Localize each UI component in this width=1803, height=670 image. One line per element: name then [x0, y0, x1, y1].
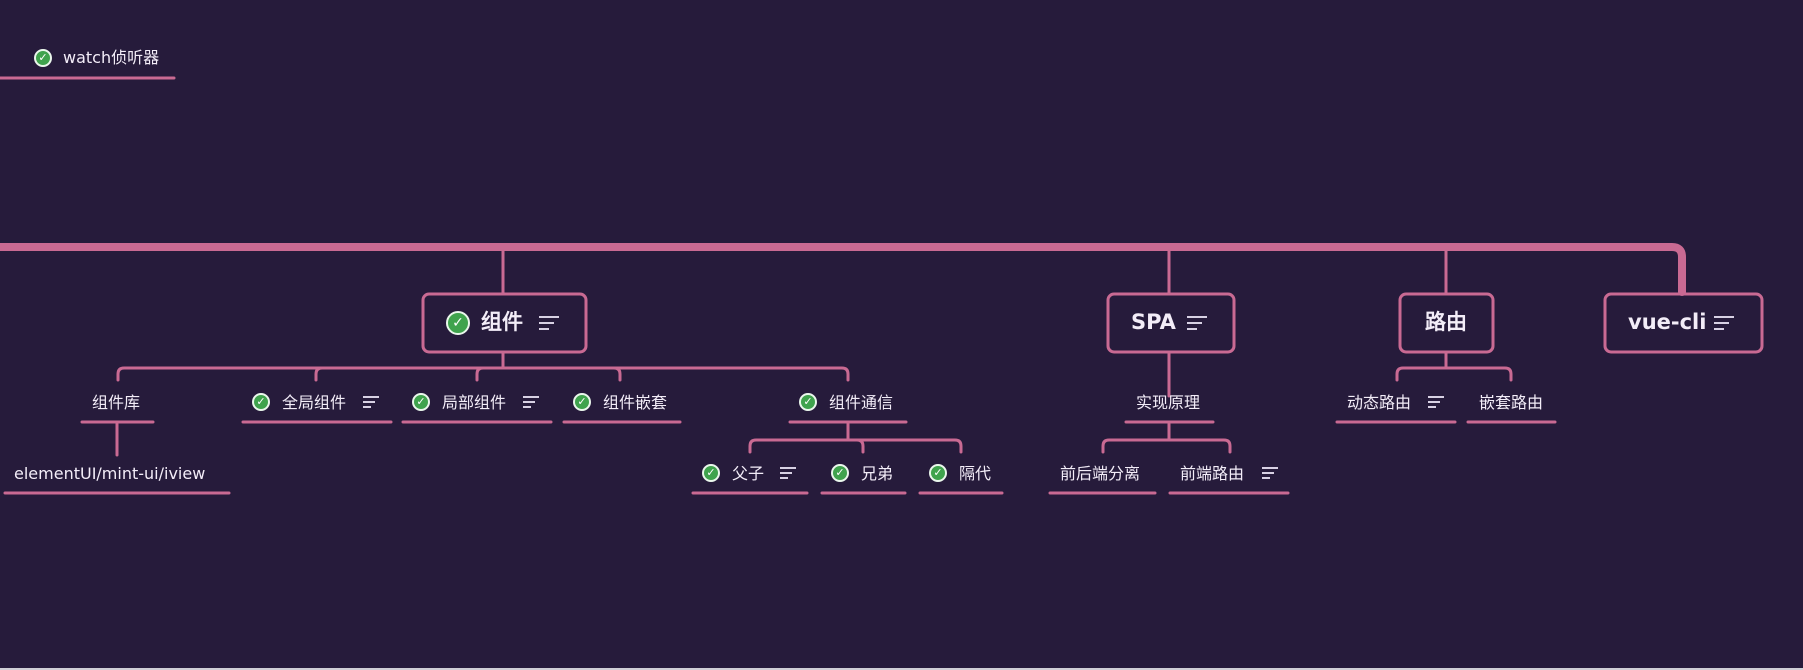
node-global-component[interactable]: 全局组件 [282, 393, 347, 412]
node-spa[interactable]: SPA [1131, 310, 1176, 334]
check-circle-icon: ✓ [702, 464, 720, 482]
node-watch[interactable]: watch侦听器 [63, 48, 160, 67]
node-nested-route[interactable]: 嵌套路由 [1479, 393, 1544, 412]
check-circle-icon: ✓ [446, 311, 470, 335]
check-circle-icon: ✓ [252, 393, 270, 411]
note-lines-icon[interactable] [539, 316, 559, 330]
node-dynamic-route[interactable]: 动态路由 [1347, 393, 1412, 412]
check-circle-icon: ✓ [799, 393, 817, 411]
node-router[interactable]: 路由 [1425, 310, 1467, 334]
check-circle-icon: ✓ [412, 393, 430, 411]
note-lines-icon[interactable] [1187, 316, 1207, 330]
check-circle-icon: ✓ [929, 464, 947, 482]
components-node-box [421, 292, 588, 354]
check-circle-icon: ✓ [573, 393, 591, 411]
node-component-comm[interactable]: 组件通信 [829, 393, 894, 412]
node-parent-child[interactable]: 父子 [732, 464, 765, 483]
node-vuecli[interactable]: vue-cli [1628, 310, 1707, 334]
node-siblings[interactable]: 兄弟 [861, 464, 894, 483]
components-branch [116, 351, 850, 382]
check-circle-icon: ✓ [831, 464, 849, 482]
note-lines-icon[interactable] [1262, 467, 1278, 479]
node-frontend-routing[interactable]: 前端路由 [1180, 464, 1245, 483]
node-nested-component[interactable]: 组件嵌套 [603, 393, 668, 412]
note-lines-icon[interactable] [363, 396, 379, 408]
note-lines-icon[interactable] [1428, 396, 1444, 408]
note-lines-icon[interactable] [1714, 316, 1734, 330]
spa-node-box [1106, 292, 1236, 354]
node-fe-be-separation[interactable]: 前后端分离 [1060, 464, 1141, 483]
node-principle[interactable]: 实现原理 [1136, 393, 1201, 412]
check-circle-icon: ✓ [34, 49, 52, 67]
node-local-component[interactable]: 局部组件 [442, 393, 507, 412]
bottom-divider [0, 668, 1803, 670]
note-lines-icon[interactable] [780, 467, 796, 479]
main-trunk [0, 243, 1686, 296]
router-node-box [1398, 292, 1495, 354]
node-components[interactable]: 组件 [481, 310, 523, 334]
vuecli-node-box [1603, 292, 1764, 354]
node-component-lib[interactable]: 组件库 [92, 393, 141, 412]
note-lines-icon[interactable] [523, 396, 539, 408]
node-component-lib-examples[interactable]: elementUI/mint-ui/iview [14, 464, 206, 483]
node-cross-level[interactable]: 隔代 [959, 464, 992, 483]
